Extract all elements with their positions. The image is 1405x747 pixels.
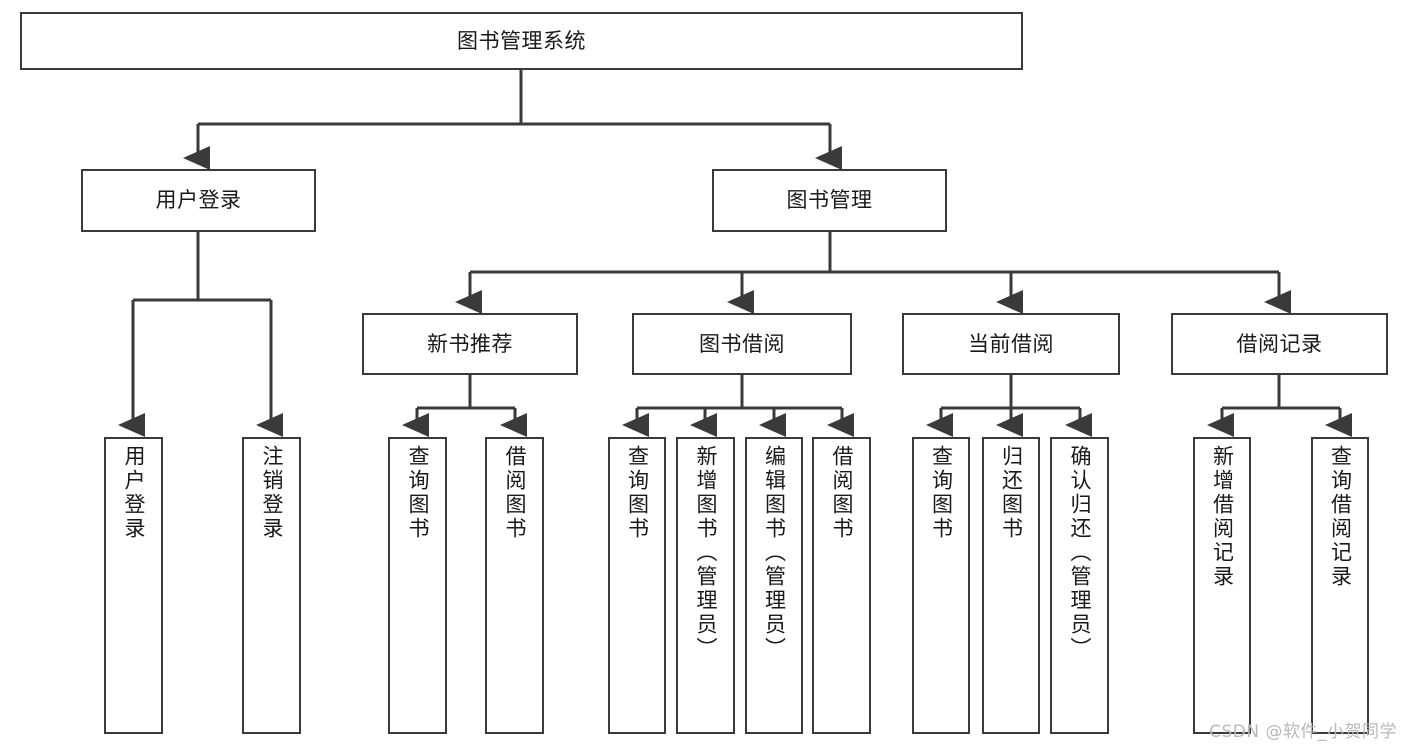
- node-label: 用户登录: [155, 188, 242, 213]
- leaf-current-confirm-return-admin[interactable]: 确认归还（管理员）: [1050, 437, 1109, 734]
- node-label: 查询图书: [406, 445, 430, 541]
- leaf-newbook-query-book[interactable]: 查询图书: [388, 437, 447, 734]
- leaf-user-login[interactable]: 用户登录: [104, 437, 163, 734]
- node-label: 编辑图书（管理员）: [762, 445, 787, 661]
- csdn-watermark: CSDN @软件_小贺同学: [1209, 722, 1397, 742]
- node-root-system[interactable]: 图书管理系统: [20, 12, 1023, 70]
- node-label: 借阅图书: [830, 445, 854, 541]
- leaf-borrow-query-book[interactable]: 查询图书: [608, 437, 666, 734]
- node-label: 当前借阅: [968, 331, 1054, 356]
- node-user-login[interactable]: 用户登录: [81, 169, 316, 232]
- node-book-management[interactable]: 图书管理: [712, 169, 947, 232]
- node-new-book-recommend[interactable]: 新书推荐: [362, 313, 578, 375]
- leaf-current-return-book[interactable]: 归还图书: [982, 437, 1040, 734]
- node-label: 图书管理系统: [457, 28, 586, 53]
- leaf-logout-login[interactable]: 注销登录: [242, 437, 301, 734]
- node-label: 用户登录: [122, 445, 146, 541]
- leaf-record-query-record[interactable]: 查询借阅记录: [1311, 437, 1369, 734]
- node-current-borrow[interactable]: 当前借阅: [902, 313, 1120, 375]
- leaf-newbook-borrow-book[interactable]: 借阅图书: [485, 437, 544, 734]
- node-label: 新增借阅记录: [1210, 445, 1235, 589]
- node-label: 新增图书（管理员）: [694, 445, 718, 661]
- node-label: 确认归还（管理员）: [1068, 445, 1092, 661]
- node-label: 查询图书: [929, 445, 954, 541]
- node-book-borrow[interactable]: 图书借阅: [632, 313, 852, 375]
- leaf-borrow-borrow-book[interactable]: 借阅图书: [812, 437, 871, 734]
- node-label: 归还图书: [999, 445, 1024, 541]
- node-label: 新书推荐: [427, 331, 513, 356]
- node-label: 查询图书: [625, 445, 650, 541]
- node-label: 图书借阅: [699, 331, 785, 356]
- leaf-record-add-record[interactable]: 新增借阅记录: [1193, 437, 1251, 734]
- node-label: 查询借阅记录: [1328, 445, 1353, 589]
- node-label: 借阅记录: [1236, 331, 1323, 356]
- node-label: 借阅图书: [503, 445, 527, 541]
- node-borrow-record[interactable]: 借阅记录: [1171, 313, 1388, 375]
- leaf-borrow-add-book-admin[interactable]: 新增图书（管理员）: [676, 437, 735, 734]
- node-label: 图书管理: [786, 188, 873, 213]
- leaf-current-query-book[interactable]: 查询图书: [912, 437, 970, 734]
- leaf-borrow-edit-book-admin[interactable]: 编辑图书（管理员）: [745, 437, 803, 734]
- node-label: 注销登录: [260, 445, 284, 541]
